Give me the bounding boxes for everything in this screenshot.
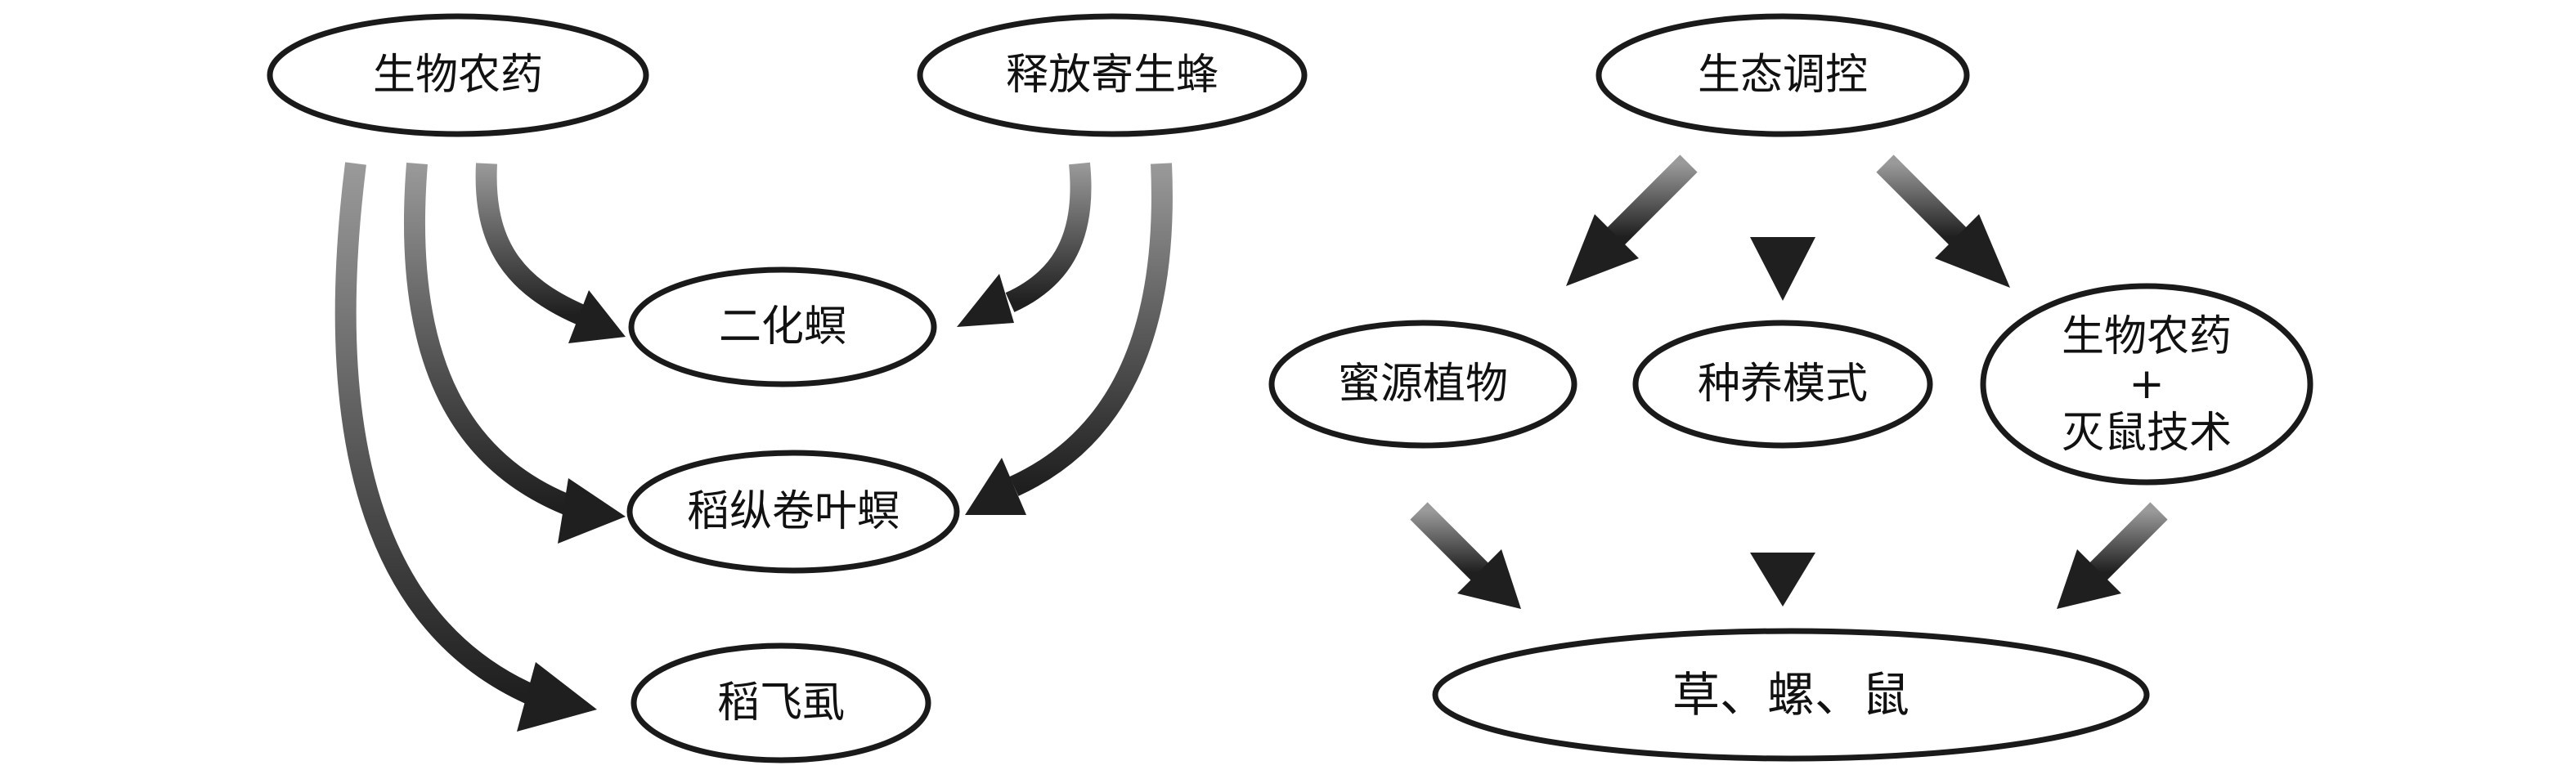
node-label-line1: 生物农药 [2062, 312, 2232, 361]
arrow-head-farming [1750, 237, 1815, 301]
arrow-release-to-leafroller [1009, 163, 1173, 496]
node-label: 释放寄生蜂 [1006, 51, 1218, 100]
node-planthopper: 稻飞虱 [631, 642, 931, 763]
arrow-head-pests-left [1457, 549, 1521, 609]
arrow-bio-to-leafroller [404, 162, 577, 517]
node-label: 蜜源植物 [1338, 360, 1508, 409]
right-arrows [1410, 151, 2168, 609]
arrow-bio-to-chilo [475, 163, 586, 325]
node-farming-mode: 种养模式 [1632, 320, 1933, 449]
node-label-plus: + [2129, 360, 2165, 409]
node-nectar-plants: 蜜源植物 [1268, 320, 1577, 449]
arrow-head-planthopper [517, 662, 597, 732]
node-label: 生物农药 [373, 51, 543, 100]
arrow-head-chilo-right [957, 274, 1014, 327]
arrow-head-leafroller-right [965, 458, 1026, 515]
arrow-bio-to-planthopper [334, 162, 536, 705]
arrow-eco-to-rodent [1876, 154, 1968, 246]
arrow-head-nectar [1566, 214, 1639, 286]
left-arrows [334, 162, 1173, 732]
arrow-rodent-to-pests [2089, 502, 2168, 581]
node-leaf-roller: 稻纵卷叶螟 [626, 450, 960, 574]
arrow-head-leafroller-left [558, 478, 626, 544]
node-label: 草、螺、鼠 [1672, 667, 1910, 723]
arrow-head-pests-middle [1750, 553, 1815, 607]
arrow-head-pests-right [2057, 549, 2121, 609]
node-bio-rodent: 生物农药 + 灭鼠技术 [1980, 283, 2313, 486]
node-ecological-control: 生态调控 [1595, 13, 1970, 137]
arrow-head-rodent-tech [1935, 214, 2010, 288]
node-bio-pesticide: 生物农药 [267, 13, 649, 137]
node-label: 种养模式 [1698, 360, 1868, 409]
arrow-head-chilo-left [568, 290, 626, 343]
node-label: 稻纵卷叶螟 [687, 487, 900, 536]
arrow-release-to-chilo [1005, 162, 1092, 312]
node-release-parasitoid: 释放寄生蜂 [917, 13, 1308, 137]
arrow-eco-to-nectar [1606, 154, 1698, 246]
arrow-nectar-to-pests [1410, 502, 1489, 581]
node-label: 二化螟 [719, 302, 846, 351]
node-weed-snail-rodent: 草、螺、鼠 [1432, 628, 2150, 762]
node-label: 生态调控 [1698, 51, 1868, 100]
node-label-line2: 灭鼠技术 [2062, 409, 2232, 458]
node-label: 稻飞虱 [717, 678, 845, 727]
node-chilo: 二化螟 [628, 266, 937, 387]
